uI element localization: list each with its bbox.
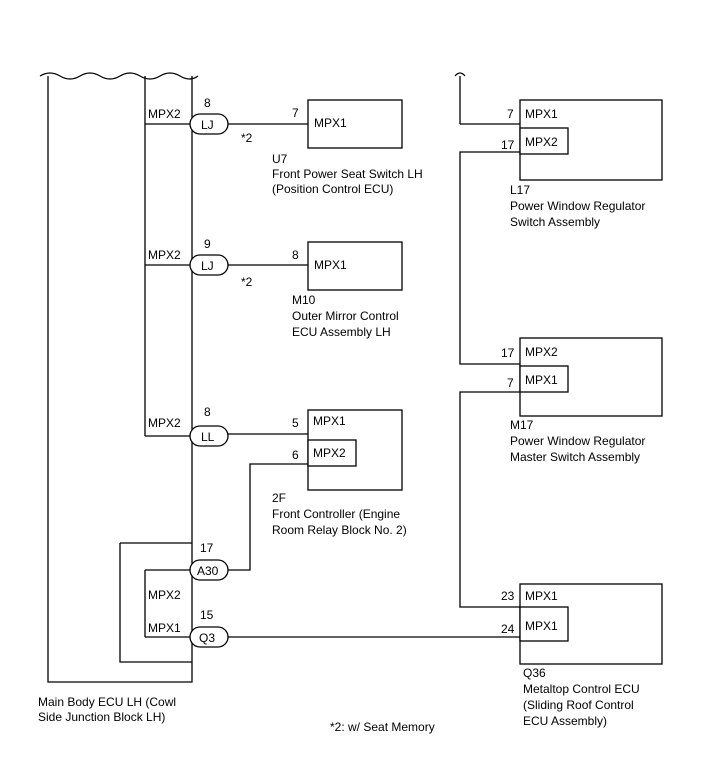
q36-code: Q36 [523,666,546,680]
q36-desc-2: (Sliding Roof Control [523,698,634,712]
2f-desc-1: Front Controller (Engine [272,507,400,521]
main-ecu-label-2: Side Junction Block LH) [38,710,165,724]
l17-subbox [519,127,569,155]
connector-ll [189,425,229,447]
m17-subbox [519,365,569,393]
2f-mpx1-label: MPX1 [313,414,346,428]
row-m10: MPX2 9 LJ *2 8 MPX1 M10 Outer Mirror Con… [145,237,403,339]
row1-mpx-label: MPX2 [148,107,181,121]
q36-desc-1: Metaltop Control ECU [523,682,640,696]
m10-box [307,241,403,291]
m17-desc-1: Power Window Regulator [510,434,645,448]
row2-mpx-label: MPX2 [148,248,181,262]
connector-a30 [189,559,229,581]
q3-pin: 15 [200,608,214,622]
m10-mpx1-label: MPX1 [314,258,347,272]
2f-code: 2F [272,491,286,505]
row3-target-pin: 5 [292,416,299,430]
row2-pin: 9 [204,237,211,251]
q36-pin1: 23 [501,589,515,603]
l17-pin1-label: MPX1 [525,107,558,121]
l17-pin1: 7 [507,107,514,121]
row1-note: *2 [241,131,253,145]
footnote: *2: w/ Seat Memory [330,720,435,734]
main-body-ecu [39,72,199,683]
l17-pin2: 17 [501,138,515,152]
2f-mpx2-label: MPX2 [313,446,346,460]
q36-pin2-label: MPX1 [525,619,558,633]
q36-module: 23 MPX1 MPX1 24 Q36 Metaltop Control ECU… [501,583,663,728]
m17-code: M17 [510,418,534,432]
l17-module: 7 MPX1 MPX2 17 L17 Power Window Regulato… [501,99,663,229]
q3-connector-group: MPX1 15 Q3 [145,608,520,648]
row2-target-pin: 8 [292,248,299,262]
right-bus-l17-m17 [459,151,520,365]
m17-pin2: 7 [507,376,514,390]
a30-mpx-label: MPX2 [148,588,181,602]
row1-target-pin: 7 [292,106,299,120]
right-bus-m17-q36 [459,391,520,608]
break-mark [39,72,199,80]
m17-pin1-label: MPX2 [525,345,558,359]
m10-desc-2: ECU Assembly LH [292,325,391,339]
row3-target-pin2: 6 [292,448,299,462]
row3-conn-label: LL [201,430,215,444]
u7-code: U7 [272,152,288,166]
main-ecu-label-1: Main Body ECU LH (Cowl [38,695,176,709]
row2-conn-label: LJ [201,259,214,273]
row-u7: MPX2 8 LJ *2 7 MPX1 U7 Front Power Seat … [145,96,423,196]
u7-mpx1-label: MPX1 [314,116,347,130]
q36-desc-3: ECU Assembly) [523,714,607,728]
row-2f: MPX2 8 LL 5 MPX1 MPX2 6 2F Front Control… [145,405,407,571]
2f-desc-2: Room Relay Block No. 2) [272,523,407,537]
m17-module: 17 MPX2 MPX1 7 M17 Power Window Regulato… [501,337,663,464]
u7-box [307,99,403,149]
2f-mpx2-subbox [307,439,357,467]
row3-mpx-label: MPX2 [148,416,181,430]
a30-pin: 17 [200,541,214,555]
ecu-inner-bracket [119,543,192,663]
l17-desc-1: Power Window Regulator [510,199,645,213]
row1-conn-label: LJ [201,118,214,132]
q3-conn-label: Q3 [199,631,215,645]
u7-desc-2: (Position Control ECU) [272,182,393,196]
a30-connector-group: MPX2 17 A30 [145,541,229,602]
q3-mpx-label: MPX1 [148,621,181,635]
q36-pin1-label: MPX1 [525,589,558,603]
a30-conn-label: A30 [197,564,219,578]
u7-desc-1: Front Power Seat Switch LH [272,167,423,181]
right-break-mark [454,72,466,77]
q36-subbox [519,606,569,642]
l17-pin2-label: MPX2 [525,135,558,149]
l17-desc-2: Switch Assembly [510,215,600,229]
row3-pin: 8 [204,405,211,419]
m17-desc-2: Master Switch Assembly [510,450,640,464]
q36-pin2: 24 [501,622,515,636]
row1-pin: 8 [204,96,211,110]
m17-pin1: 17 [501,346,515,360]
l17-code: L17 [510,183,530,197]
m10-desc-1: Outer Mirror Control [292,309,399,323]
m17-pin2-label: MPX1 [525,373,558,387]
row2-note: *2 [241,275,253,289]
m10-code: M10 [292,293,316,307]
